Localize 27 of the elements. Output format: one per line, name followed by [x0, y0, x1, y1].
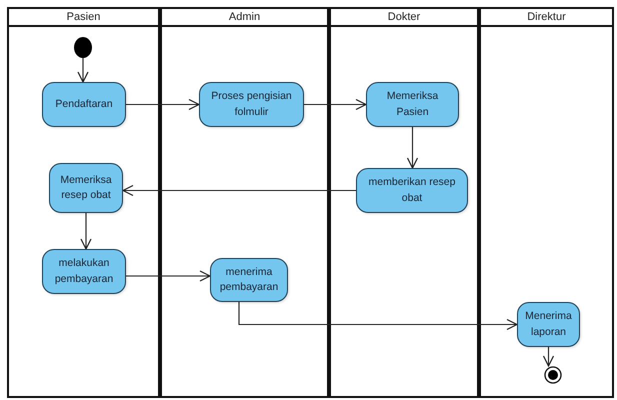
action-node: Menerima laporan [517, 302, 580, 347]
swimlane [160, 7, 329, 398]
action-node: menerima pembayaran [210, 258, 288, 302]
control-flow-arrow [77, 58, 89, 83]
lane-header: Admin [162, 9, 327, 27]
action-node: Memeriksa resep obat [49, 163, 123, 213]
action-node: melakukan pembayaran [42, 249, 126, 294]
lane-header: Pasien [9, 9, 158, 27]
control-flow-arrow [406, 127, 418, 169]
swimlane [7, 7, 160, 398]
control-flow-arrow [122, 184, 356, 196]
action-node: memberikan resep obat [356, 168, 468, 213]
control-flow-arrow [238, 302, 518, 330]
final-node [544, 366, 562, 384]
control-flow-arrow [304, 98, 367, 110]
control-flow-arrow [126, 270, 211, 282]
action-node: Proses pengisian folmulir [199, 82, 304, 127]
swimlane [329, 7, 479, 398]
control-flow-arrow [126, 98, 200, 110]
initial-node [74, 37, 92, 58]
action-node: Memeriksa Pasien [366, 82, 459, 127]
action-node: Pendaftaran [42, 82, 126, 127]
control-flow-arrow [80, 213, 92, 250]
lane-header: Dokter [331, 9, 477, 27]
control-flow-arrow [542, 347, 554, 367]
swimlane [479, 7, 614, 398]
lane-header: Direktur [481, 9, 612, 27]
